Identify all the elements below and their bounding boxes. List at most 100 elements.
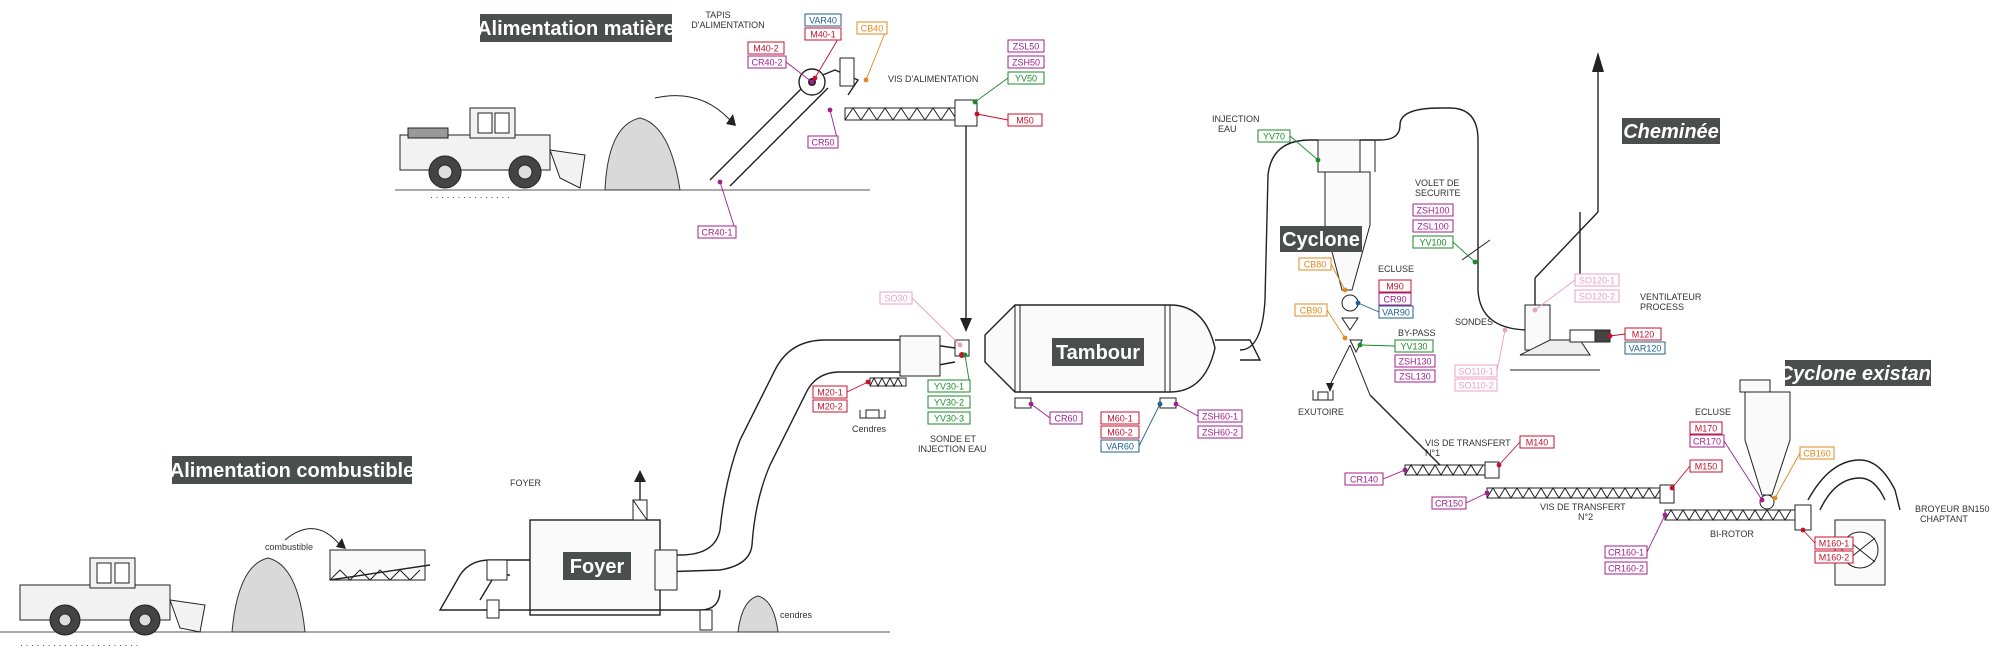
tag-cr150: CR150 <box>1432 491 1489 509</box>
tag-leader-dot <box>1663 513 1668 518</box>
tag-label: CR60 <box>1054 414 1077 424</box>
label-bypass: BY-PASS <box>1398 328 1436 338</box>
tag-leader-dot <box>1533 308 1538 313</box>
tag-leader-dot <box>1670 486 1675 491</box>
tag-label: YV30-1 <box>934 382 964 392</box>
tag-label: SO120-1 <box>1579 276 1615 286</box>
tag-leader-dot <box>1174 402 1179 407</box>
tag-label: M170 <box>1695 424 1718 434</box>
tag-label: ZSH130 <box>1398 357 1431 367</box>
tag-label: M160-2 <box>1819 553 1850 563</box>
tag-yv50: YV50 <box>973 72 1044 104</box>
pile-top <box>605 118 680 190</box>
tag-label: SO30 <box>884 294 907 304</box>
tag-so110-1: SO110-1 <box>1455 328 1507 377</box>
svg-text:Tambour: Tambour <box>1056 342 1140 364</box>
tag-leader-dot <box>1801 528 1806 533</box>
tag-label: M40-1 <box>810 30 836 40</box>
label-chaptant: CHAPTANT <box>1920 514 1968 524</box>
tag-leader-dot <box>813 76 818 81</box>
tag-cr60: CR60 <box>1029 402 1082 424</box>
label-cendres-top: Cendres <box>852 424 887 434</box>
tag-leader-line <box>1176 404 1198 416</box>
loader-icon-top <box>400 108 585 188</box>
tag-leader-line <box>1497 330 1505 371</box>
title-alimentation-combustible: Alimentation combustible <box>170 456 414 484</box>
tag-zsh130: ZSH130 <box>1395 355 1435 367</box>
tag-cr160-1: CR160-1 <box>1605 513 1667 558</box>
tag-zsh60-2: ZSH60-2 <box>1198 426 1242 438</box>
arrow-top-curve <box>655 96 730 120</box>
label-securite: SECURITE <box>1415 188 1461 198</box>
tag-m170: M170 <box>1690 422 1722 434</box>
tag-label: VAR90 <box>1382 308 1410 318</box>
tag-leader-line <box>1535 280 1575 310</box>
tag-m60-2: M60-2 <box>1101 426 1139 438</box>
tag-leader-dot <box>958 343 963 348</box>
tag-label: ZSH50 <box>1012 58 1040 68</box>
tag-label: M60-2 <box>1107 428 1133 438</box>
tag-leader-line <box>1139 404 1160 446</box>
tag-yv100: YV100 <box>1413 236 1477 264</box>
svg-text:Cyclone: Cyclone <box>1282 229 1360 251</box>
svg-text:· · · · · · · · · ·: · · · · · · · · · · · · · · · · · · · · … <box>20 640 138 650</box>
pile-bottom <box>232 558 305 632</box>
tag-m50: M50 <box>975 112 1042 126</box>
title-foyer: Foyer <box>563 552 631 580</box>
tag-label: CB160 <box>1803 449 1831 459</box>
tag-label: M40-2 <box>753 44 779 54</box>
ground-top: · · · · · · · · · · · · · · · <box>395 190 870 202</box>
tag-cr40-1: CR40-1 <box>698 180 736 238</box>
label-vis-transfert-2-no: N°2 <box>1578 512 1593 522</box>
tag-m150: M150 <box>1670 460 1722 490</box>
label-sonde-et: SONDE ET <box>930 434 977 444</box>
loader-icon-bottom <box>20 558 205 635</box>
tag-var40: VAR40 <box>805 14 841 26</box>
tag-label: YV50 <box>1015 74 1037 84</box>
tag-label: M60-1 <box>1107 414 1133 424</box>
tag-label: M20-2 <box>817 402 843 412</box>
tag-label: M160-1 <box>1819 539 1850 549</box>
tag-leader-dot <box>1503 328 1508 333</box>
tag-m20-2: M20-2 <box>813 400 847 412</box>
tag-leader-dot <box>810 80 815 85</box>
tag-leader-dot <box>1358 343 1363 348</box>
tag-label: ZSH60-1 <box>1202 412 1238 422</box>
label-injection-eau-2: INJECTION EAU <box>918 444 987 454</box>
tag-leader-line <box>1031 404 1050 418</box>
title-cyclone: Cyclone <box>1280 226 1362 252</box>
tag-cr160-2: CR160-2 <box>1605 562 1647 574</box>
title-cheminee: Cheminée <box>1622 118 1720 144</box>
tag-m40-2: M40-2 <box>748 42 784 54</box>
tag-label: M90 <box>1386 282 1404 292</box>
ground-bottom: · · · · · · · · · · · · · · · · · · · · … <box>0 632 890 650</box>
arrow-top-head <box>726 114 736 126</box>
tag-label: VAR120 <box>1629 344 1662 354</box>
tag-leader-dot <box>864 78 869 83</box>
tag-yv30-3: YV30-3 <box>928 412 970 424</box>
tag-leader-line <box>1803 530 1815 543</box>
svg-text:Alimentation combustible: Alimentation combustible <box>170 460 414 482</box>
tag-label: ZSH100 <box>1416 206 1449 216</box>
tag-leader-dot <box>1773 496 1778 501</box>
tag-leader-line <box>977 114 1008 120</box>
tag-label: SO120-2 <box>1579 292 1615 302</box>
tag-so120-2: SO120-2 <box>1575 290 1619 302</box>
tag-yv70: YV70 <box>1258 130 1320 162</box>
svg-text:Foyer: Foyer <box>570 556 625 578</box>
label-ecluse-existant: ECLUSE <box>1695 407 1731 417</box>
tag-label: M50 <box>1016 116 1034 126</box>
tag-zsh50: ZSH50 <box>1008 56 1044 68</box>
tag-label: ZSH60-2 <box>1202 428 1238 438</box>
tag-var120: VAR120 <box>1625 342 1665 354</box>
tag-cr50: CR50 <box>808 108 838 148</box>
tag-label: ZSL130 <box>1399 372 1431 382</box>
tag-label: SO110-1 <box>1458 367 1493 377</box>
label-tapis: TAPIS <box>705 10 730 20</box>
tag-leader-line <box>1360 345 1395 346</box>
title-alimentation-matiere: Alimentation matière <box>477 14 675 42</box>
tag-leader-line <box>1383 470 1405 479</box>
fuel-hopper <box>330 550 430 580</box>
tag-label: CB90 <box>1300 306 1323 316</box>
